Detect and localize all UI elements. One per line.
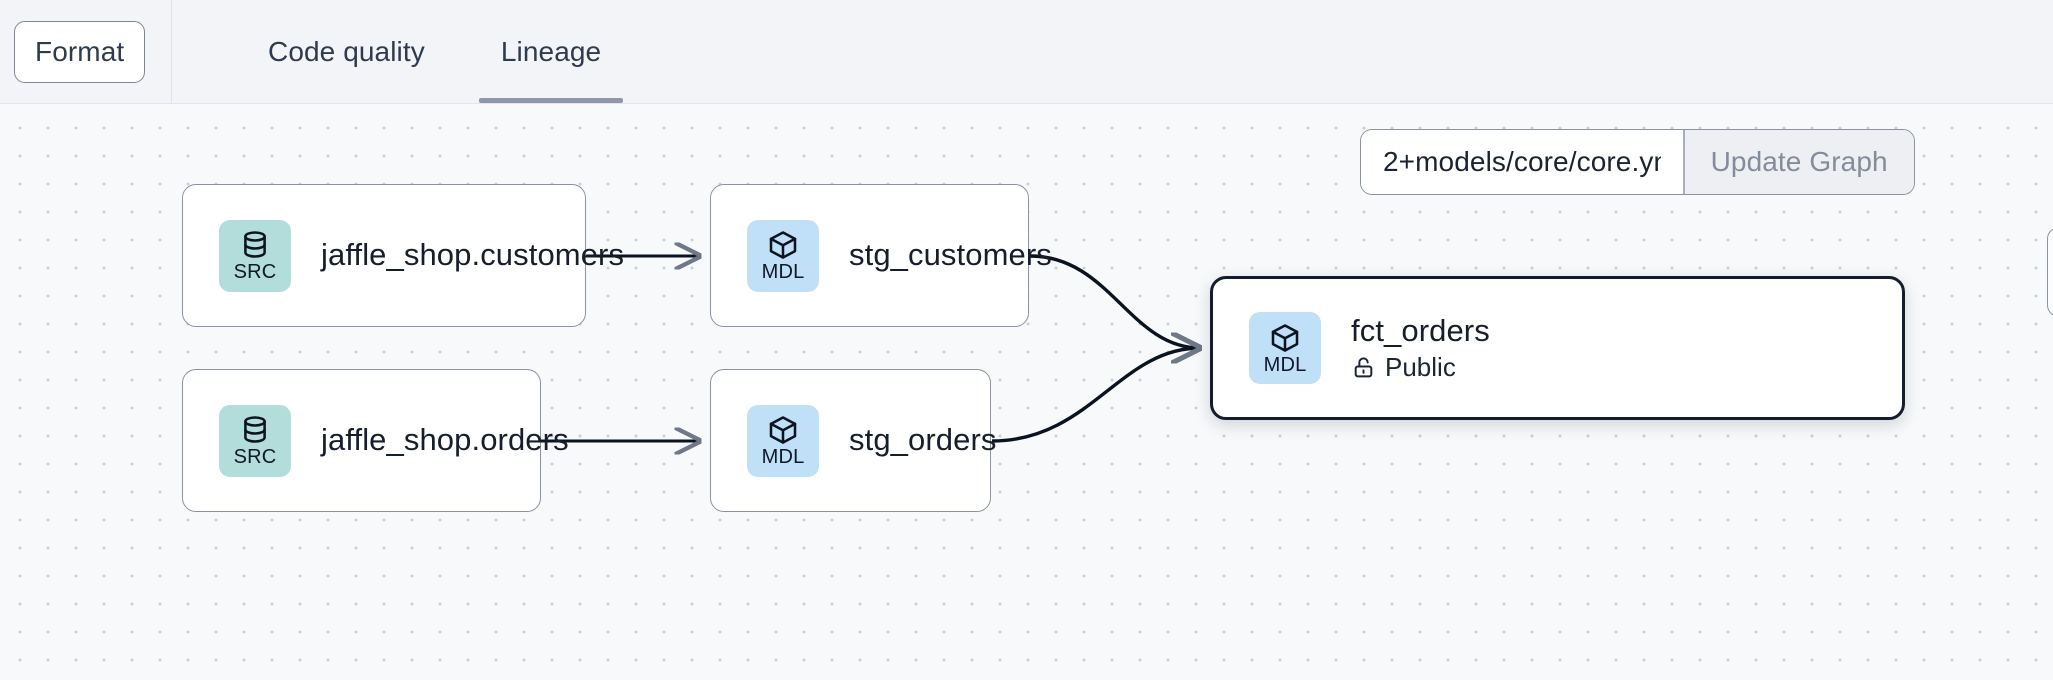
src-badge: SRC [219,404,291,477]
node-title: stg_customers [849,237,1052,273]
node-body: jaffle_shop.customers [321,237,625,273]
src-badge-label: SRC [233,261,277,283]
update-graph-button[interactable]: Update Graph [1684,130,1914,194]
src-badge: SRC [219,219,291,292]
node-visibility: Public [1351,353,1490,382]
mdl-badge-label: MDL [761,446,805,468]
mdl-badge: MDL [1249,312,1321,384]
graph-selector-input[interactable] [1361,130,1683,194]
tab-code-quality[interactable]: Code quality [230,0,463,103]
node-title: stg_orders [849,422,997,458]
tab-active-underline [478,98,624,103]
tab-underline [246,98,447,103]
mdl-badge-label: MDL [761,261,805,283]
cube-icon [769,416,797,444]
tab-lineage-label: Lineage [500,35,602,67]
selector-divider [1683,130,1685,194]
src-badge-label: SRC [233,446,277,468]
toolbar-header: Format Code quality Lineage [0,0,2053,104]
lineage-node-jaffle-shop-orders[interactable]: SRC jaffle_shop.orders [182,369,569,512]
lineage-node-stg-customers[interactable]: MDL stg_customers [710,184,1052,327]
node-body: stg_orders [849,422,997,458]
cube-icon [769,231,797,259]
tab-code-quality-label: Code quality [268,35,425,67]
lineage-node-stg-orders[interactable]: MDL stg_orders [710,369,996,512]
edge-stg-customers-to-fct-orders [1029,254,1200,348]
node-body: stg_customers [849,237,1052,273]
graph-selector-group: Update Graph [1360,129,1915,195]
edge-stg-orders-to-fct-orders [991,348,1200,443]
mdl-badge: MDL [747,219,819,292]
mdl-badge-label: MDL [1263,353,1307,376]
database-icon [244,416,266,443]
unlock-icon [1354,357,1373,378]
node-title: jaffle_shop.orders [321,422,569,458]
lineage-canvas[interactable]: SRC jaffle_shop.customers MDL stg_custom… [0,104,2053,680]
node-title: fct_orders [1351,313,1490,349]
format-zone: Format [0,0,172,103]
node-title: jaffle_shop.customers [321,237,625,273]
node-body: fct_orders Public [1351,313,1490,382]
node-visibility-label: Public [1385,352,1456,383]
lineage-node-fct-orders[interactable]: MDL fct_orders Public [1210,276,1905,420]
lineage-node-jaffle-shop-customers[interactable]: SRC jaffle_shop.customers [182,184,624,327]
tab-bar: Code quality Lineage [172,0,639,103]
format-button[interactable]: Format [14,20,146,83]
node-body: jaffle_shop.orders [321,422,569,458]
side-panel-peek[interactable] [2047,227,2053,317]
tab-lineage[interactable]: Lineage [463,0,639,103]
cube-icon [1271,323,1299,352]
database-icon [244,231,266,258]
mdl-badge: MDL [747,404,819,477]
